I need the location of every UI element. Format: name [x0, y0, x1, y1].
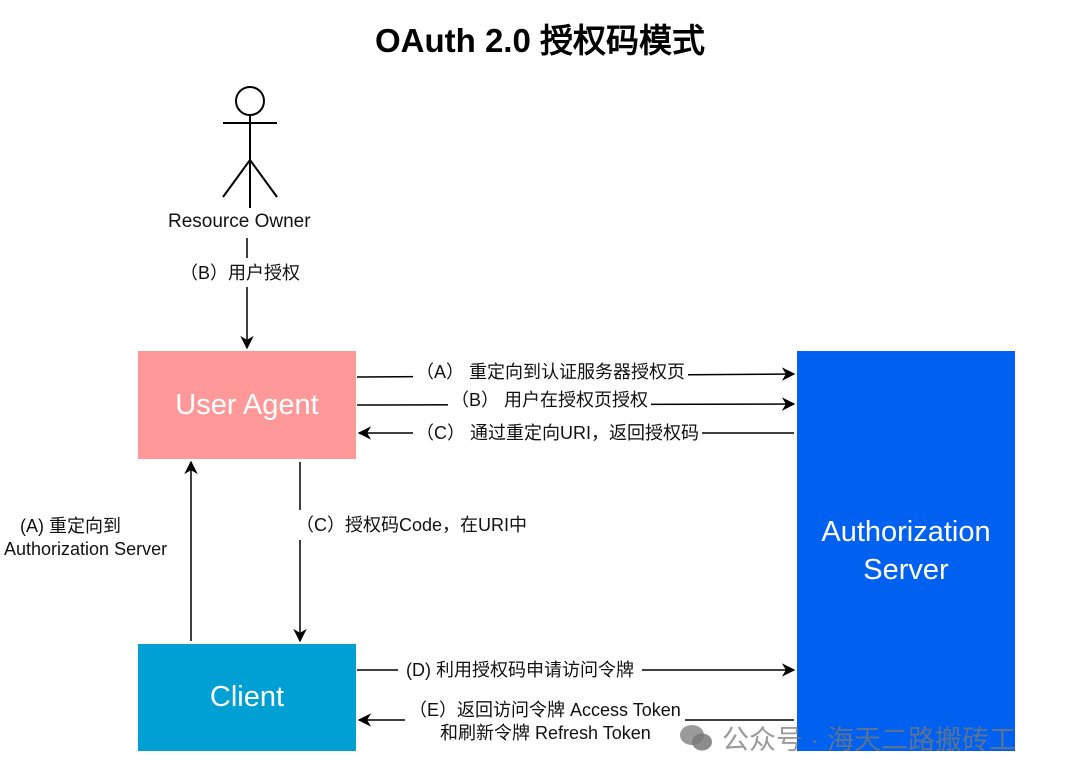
edge-label-c-return-code: （C） 通过重定向URI，返回授权码 — [413, 422, 702, 444]
watermark-text: 公众号 · 海天二路搬砖工 — [722, 725, 1016, 755]
edge-label-b-user-auth: （B）用户授权 — [180, 262, 301, 284]
edge-label-e-return-token-line1: （E）返回访问令牌 Access Token — [405, 699, 685, 721]
edge-label-b-user-on-auth-page: （B） 用户在授权页授权 — [448, 389, 652, 411]
authorization-server-node: Authorization Server — [797, 351, 1015, 751]
edge-label-a-redirect-auth-page: （A） 重定向到认证服务器授权页 — [413, 361, 689, 383]
client-label: Client — [209, 681, 285, 713]
edge-label-c-code-in-uri: （C）授权码Code，在URI中 — [296, 510, 528, 540]
wechat-icon — [678, 724, 714, 752]
edge-label-d-request-token: (D) 利用授权码申请访问令牌 — [398, 659, 642, 681]
client-node: Client — [138, 644, 356, 751]
stick-figure-icon — [222, 86, 278, 208]
edge-label-e-return-token-line2: 和刷新令牌 Refresh Token — [440, 723, 651, 743]
authorization-server-label-line1: Authorization — [821, 516, 991, 548]
authorization-server-label-line2: Server — [863, 554, 949, 586]
user-agent-label: User Agent — [175, 388, 319, 421]
resource-owner-label: Resource Owner — [168, 211, 311, 232]
diagram-title: OAuth 2.0 授权码模式 — [374, 22, 706, 59]
edge-label-a-redirect-to-as-line2: Authorization Server — [4, 539, 168, 559]
edge-label-a-redirect-to-as-line1: (A) 重定向到 — [20, 516, 121, 536]
user-agent-node: User Agent — [138, 351, 356, 459]
watermark: 公众号 · 海天二路搬砖工 — [678, 718, 1016, 757]
